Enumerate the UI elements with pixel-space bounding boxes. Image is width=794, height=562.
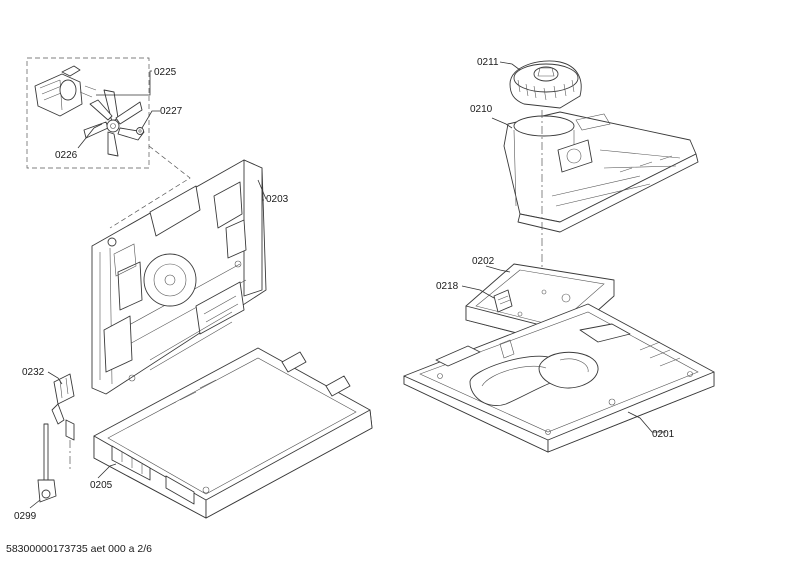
leader-0225: [96, 70, 152, 96]
leader-0202: [485, 265, 511, 273]
base-chassis-part: [403, 303, 715, 453]
leader-0201: [627, 411, 666, 433]
leader-0203-b: [257, 179, 267, 200]
fan-motor-part: [34, 65, 97, 117]
callout-0218: 0218: [436, 281, 459, 292]
bottom-tray-part: [93, 347, 373, 519]
leader-0232: [47, 371, 63, 385]
callout-0210: 0210: [470, 104, 493, 115]
thermostat-part: [493, 289, 513, 313]
door-switch-part: [51, 373, 75, 441]
leader-0227: [141, 110, 160, 129]
callout-0226: 0226: [55, 150, 78, 161]
callout-0211: 0211: [477, 57, 499, 68]
temperature-probe-part: [37, 423, 57, 503]
leader-0226: [77, 123, 103, 149]
callout-0203: 0203: [266, 194, 289, 205]
callout-0202: 0202: [472, 256, 495, 267]
callout-0201: 0201: [652, 429, 675, 440]
fan-to-panel-link: [109, 145, 191, 229]
cooling-fan-part: [509, 60, 582, 109]
fan-nut-part: [136, 127, 144, 135]
rear-panel-part: [91, 159, 267, 395]
fan-detail-group: 0225 0227 0226: [26, 57, 183, 169]
leader-0210: [491, 117, 513, 129]
callout-0299: 0299: [14, 511, 37, 522]
callout-0205: 0205: [90, 480, 113, 491]
leader-0211: [499, 61, 521, 71]
leader-0205: [97, 463, 117, 479]
leader-0299: [29, 499, 41, 509]
fan-impeller-part: [83, 89, 145, 157]
document-footer-code: 58300000173735 aet 000 a 2/6: [6, 543, 152, 555]
callout-0232: 0232: [22, 367, 45, 378]
callout-0227: 0227: [160, 106, 183, 117]
fan-housing-part: [503, 111, 699, 233]
fan-detail-box: [26, 57, 150, 169]
leader-0218: [461, 285, 495, 299]
callout-0225: 0225: [154, 67, 177, 78]
